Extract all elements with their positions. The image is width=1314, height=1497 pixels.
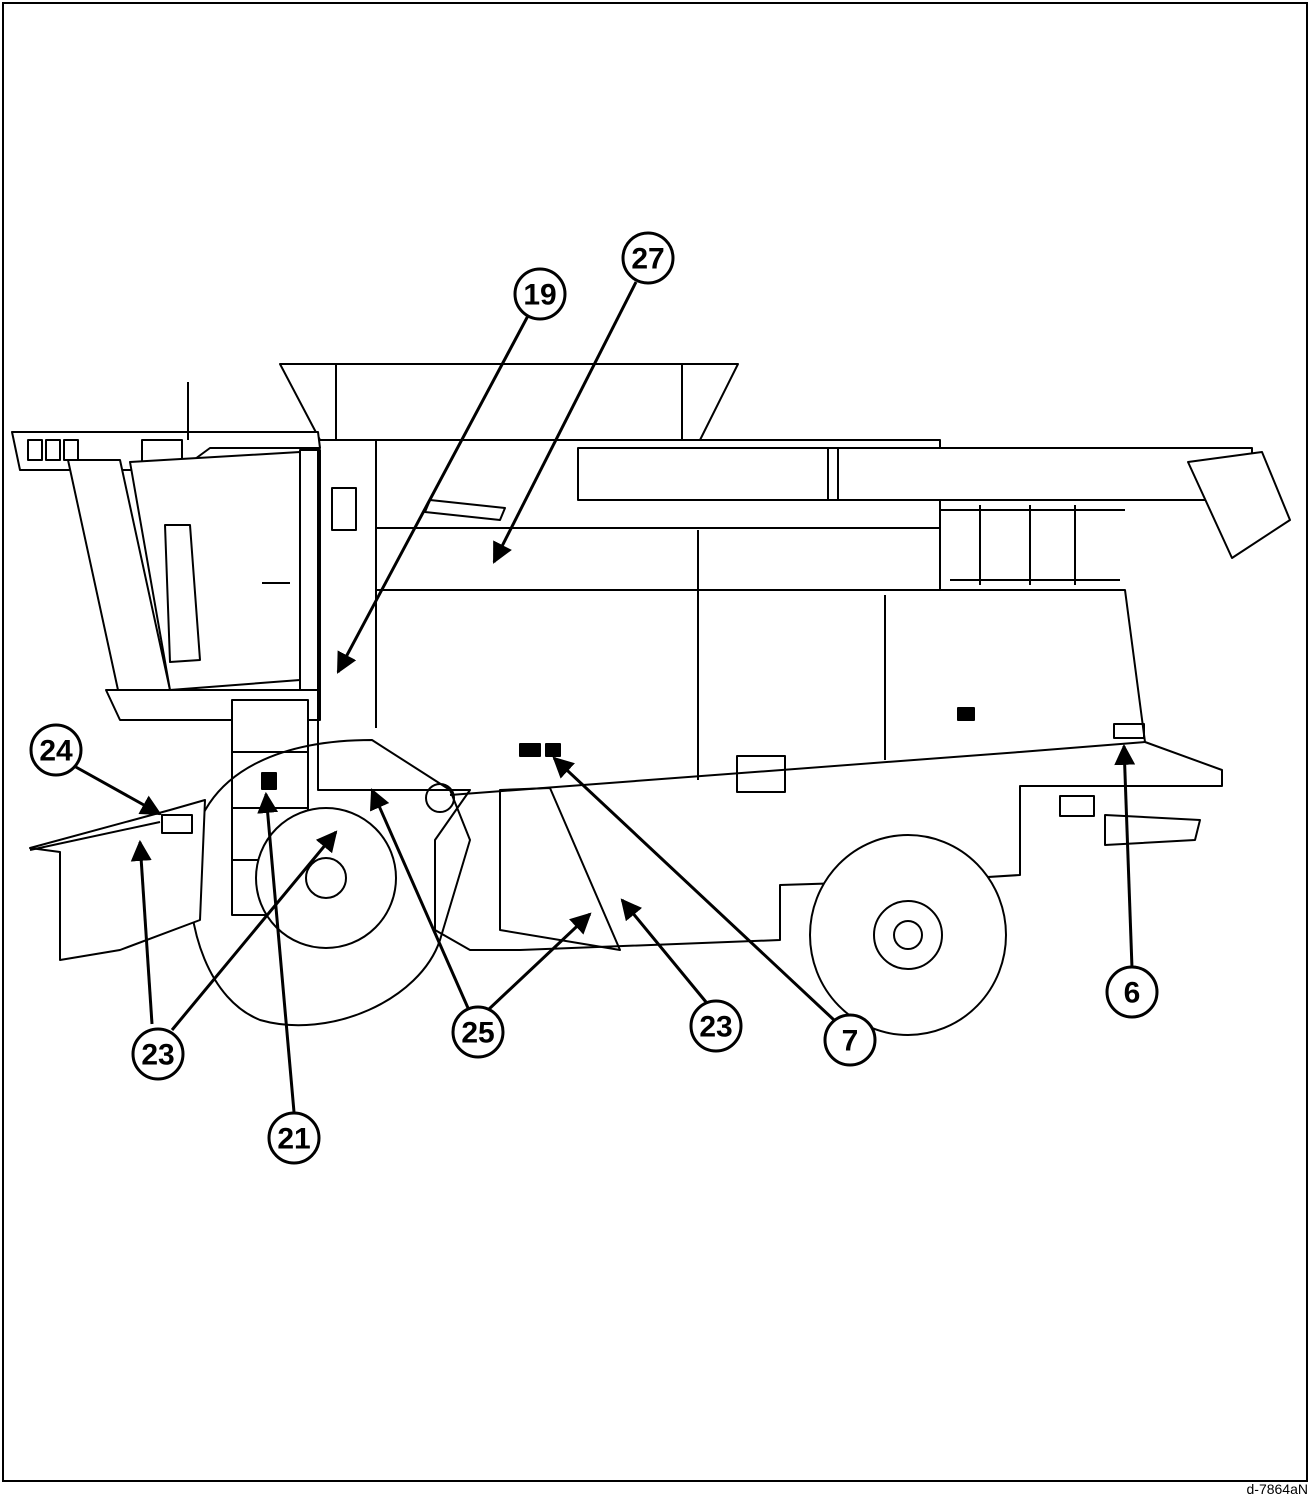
callout-27: 27 bbox=[621, 231, 675, 285]
combine-body bbox=[11, 363, 1291, 1036]
callout-6: 6 bbox=[1105, 965, 1159, 1019]
callout-25-label: 25 bbox=[461, 1017, 494, 1050]
callout-7-label: 7 bbox=[842, 1025, 859, 1058]
figure-id: d-7864aN bbox=[1246, 1481, 1309, 1497]
callout-23-left: 23 bbox=[131, 1027, 185, 1081]
callout-23-left-label: 23 bbox=[141, 1039, 174, 1072]
callout-leaders bbox=[73, 281, 1136, 1113]
callout-21-label: 21 bbox=[277, 1123, 310, 1156]
callout-19-label: 19 bbox=[523, 279, 556, 312]
callout-23-right: 23 bbox=[689, 999, 743, 1053]
callout-27-label: 27 bbox=[631, 243, 664, 276]
callout-24: 24 bbox=[29, 723, 83, 777]
callout-24-label: 24 bbox=[39, 735, 73, 768]
callout-6-label: 6 bbox=[1124, 977, 1141, 1010]
callout-19: 19 bbox=[513, 267, 567, 321]
callout-25: 25 bbox=[451, 1005, 505, 1059]
callout-7: 7 bbox=[823, 1013, 877, 1067]
callout-21: 21 bbox=[267, 1111, 321, 1165]
callout-23-right-label: 23 bbox=[699, 1011, 732, 1044]
